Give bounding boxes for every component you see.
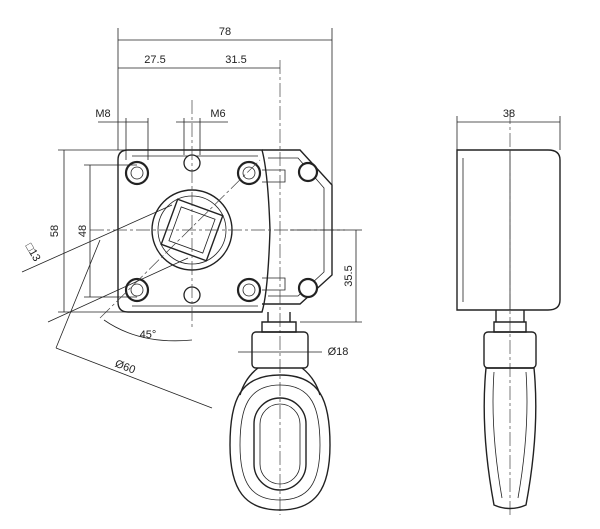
bolt-top-left-core <box>130 166 144 180</box>
handle-eye-slot-inner <box>259 403 301 485</box>
front-view: 78 27.5 31.5 M8 M6 58 48 □13 45° <box>21 26 362 515</box>
centerline-bolt-diagonal <box>99 159 261 319</box>
handle-eye-mid <box>239 384 321 501</box>
dim-45: 45° <box>140 329 157 341</box>
bolt-top-right-core <box>242 166 256 180</box>
dim-diameter-18: Ø18 <box>328 346 349 358</box>
dim-arc-45 <box>103 319 193 342</box>
shaft-collar <box>251 331 309 369</box>
dim-square-13: □13 <box>23 241 43 263</box>
bolt-bottom-left-core <box>130 283 144 297</box>
shaft-coupling <box>261 312 297 333</box>
housing-outline <box>117 149 271 313</box>
square-drive <box>160 198 224 262</box>
dim-35-5: 35.5 <box>343 265 355 286</box>
side-view: 38 <box>456 108 561 515</box>
bolt-bottom-right-core <box>242 283 256 297</box>
dim-27-5: 27.5 <box>144 54 165 66</box>
dim-58: 58 <box>49 225 61 237</box>
bolt-gear-top <box>297 161 319 183</box>
handle-eye-slot <box>253 397 307 491</box>
dim-48: 48 <box>77 225 89 237</box>
square-drive-inner <box>168 206 216 254</box>
dim-diameter-60: Ø60 <box>113 358 137 377</box>
dim-38: 38 <box>503 108 515 120</box>
bolt-top-left <box>124 160 150 186</box>
side-handle <box>483 367 537 510</box>
handle-eye-outer <box>229 374 331 511</box>
dim-31-5: 31.5 <box>225 54 246 66</box>
gear-housing-inner <box>268 157 325 297</box>
bolt-gear-bottom <box>297 277 319 299</box>
dim-line-square-13 <box>21 204 173 273</box>
side-handle-inner <box>492 371 528 499</box>
dim-78: 78 <box>219 26 231 38</box>
bolt-bottom-right <box>236 277 262 303</box>
gear-slot-bottom <box>262 277 286 291</box>
side-housing <box>456 149 561 311</box>
gear-housing <box>262 149 333 305</box>
gear-slot-top <box>262 169 286 183</box>
dim-m6: M6 <box>210 108 225 120</box>
dim-m8: M8 <box>95 108 110 120</box>
dim-line-diameter-60 <box>55 347 213 409</box>
bolt-bottom-left <box>124 277 150 303</box>
bolt-top-right <box>236 160 262 186</box>
